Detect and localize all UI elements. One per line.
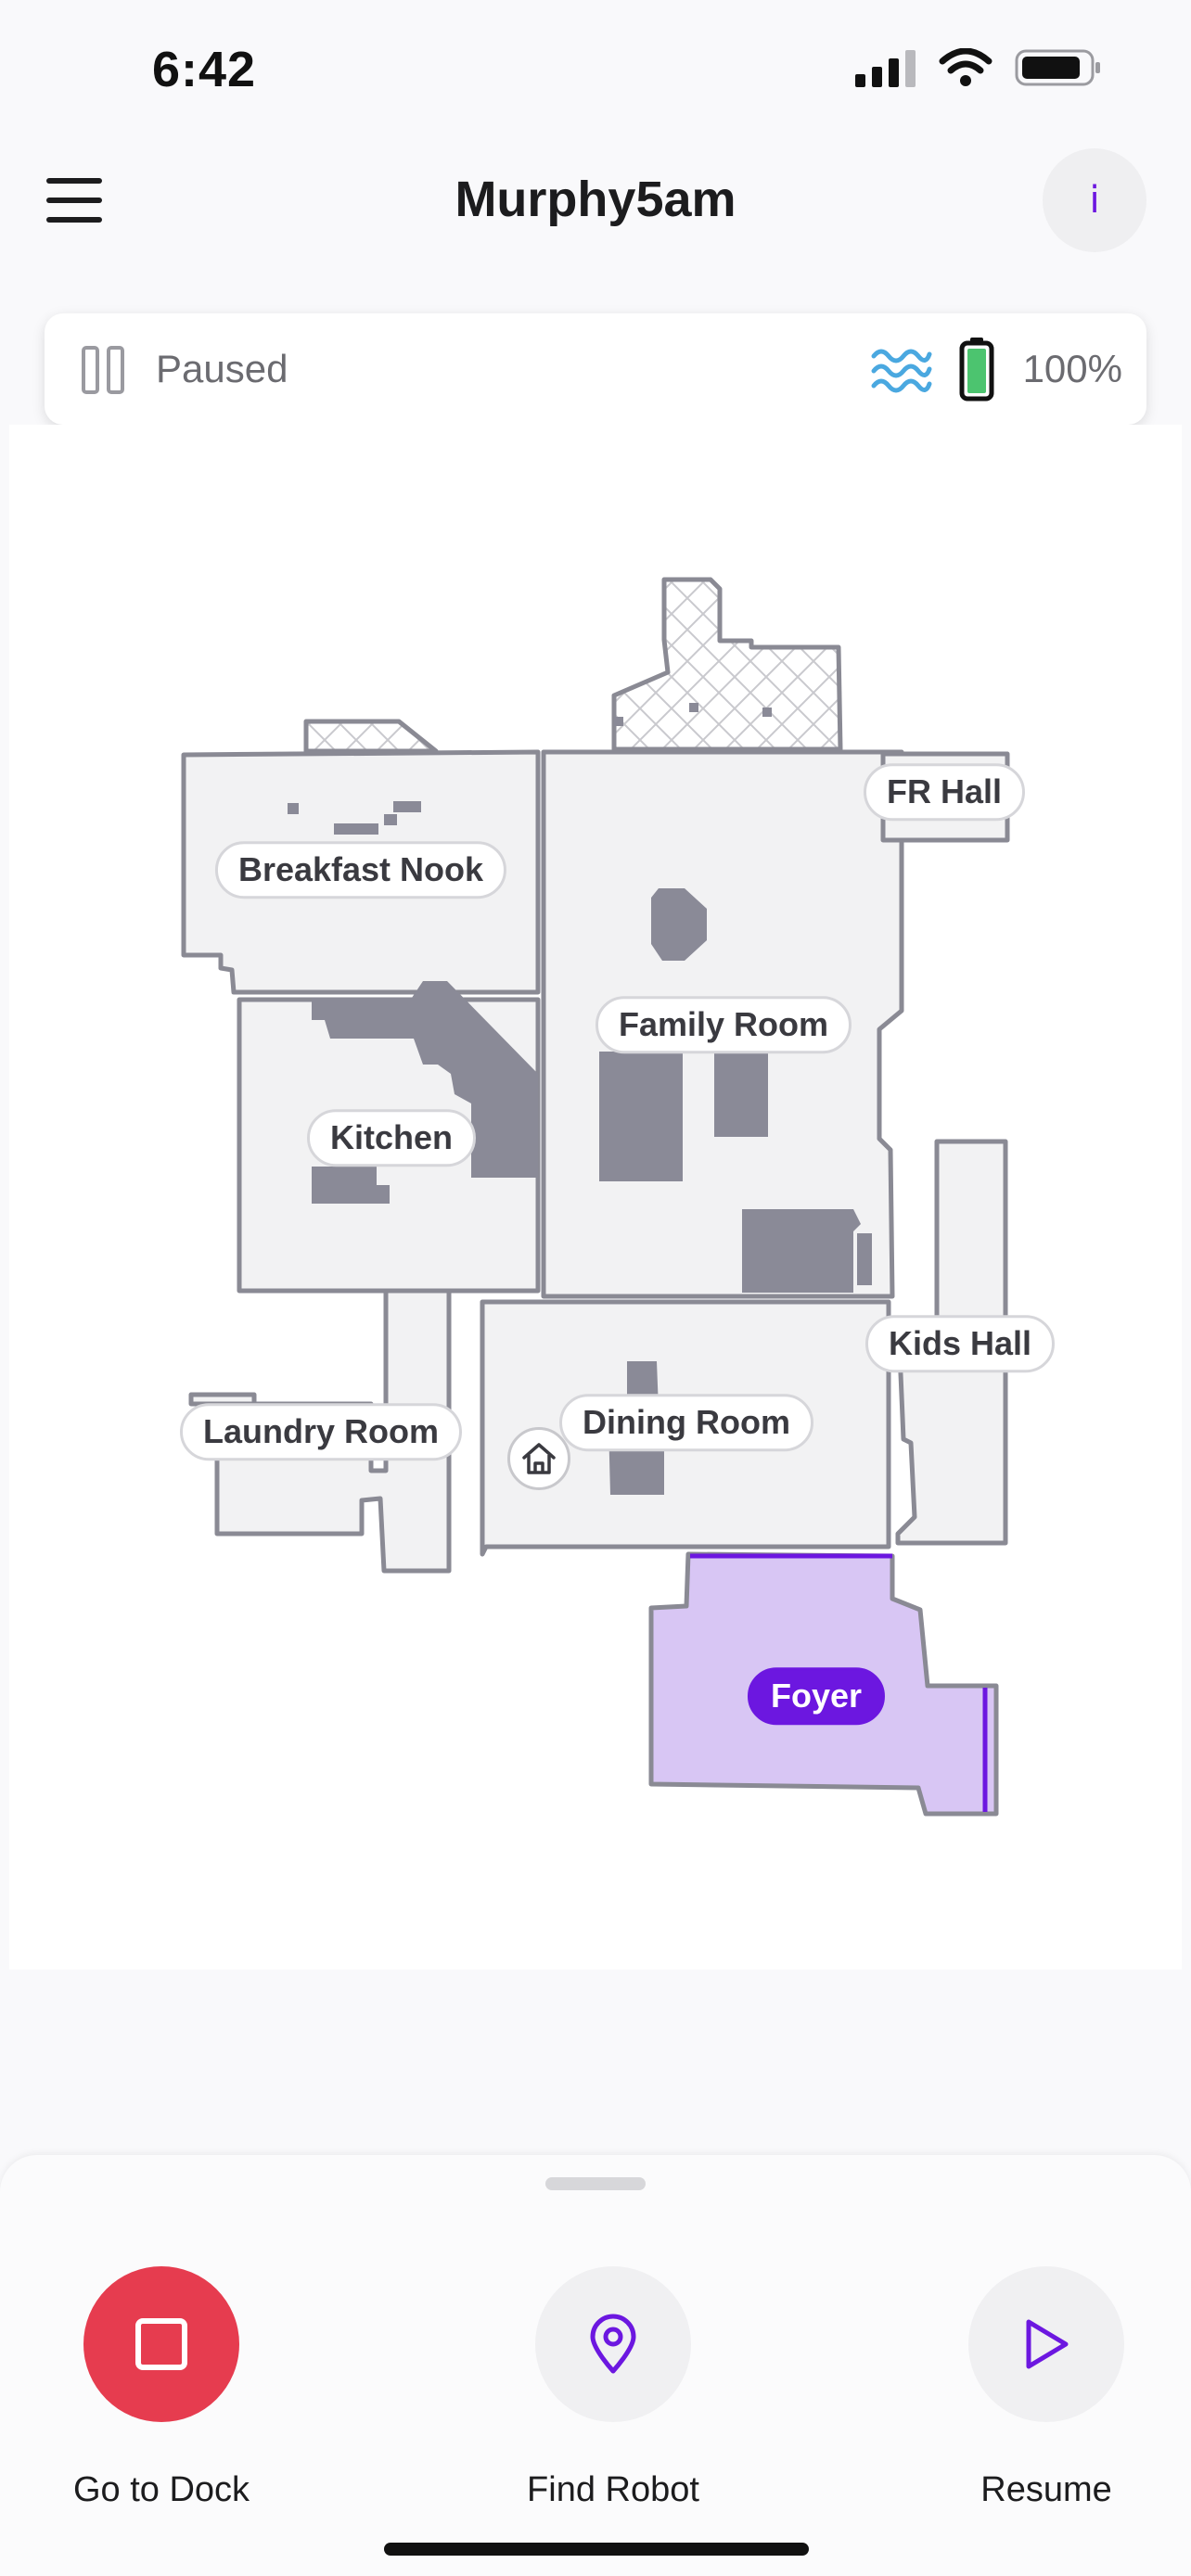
floor-map[interactable]: Breakfast Nook FR Hall Family Room Kitch… (9, 425, 1182, 1970)
cellular-signal-icon (855, 50, 916, 87)
find-robot-button[interactable]: Find Robot (493, 2266, 734, 2510)
hatched-zone-left (303, 719, 439, 754)
info-button[interactable]: i (1043, 148, 1146, 252)
hamburger-menu-icon (46, 178, 102, 184)
wifi-icon (939, 48, 992, 86)
room-label-breakfast-nook[interactable]: Breakfast Nook (214, 841, 507, 899)
go-to-dock-label: Go to Dock (72, 2470, 250, 2509)
pause-icon (82, 346, 124, 394)
room-label-fr-hall[interactable]: FR Hall (863, 763, 1026, 821)
play-icon (1026, 2319, 1069, 2369)
home-dock-icon[interactable] (507, 1427, 570, 1490)
room-label-dining-room[interactable]: Dining Room (559, 1394, 813, 1451)
robot-state-text: Paused (156, 347, 288, 390)
go-to-dock-button[interactable]: Go to Dock (41, 2266, 282, 2510)
status-icons (855, 48, 1102, 87)
sheet-drag-handle[interactable] (545, 2177, 646, 2190)
room-label-family-room[interactable]: Family Room (595, 996, 852, 1053)
battery-percent: 100% (1022, 347, 1122, 390)
room-label-foyer[interactable]: Foyer (747, 1667, 886, 1725)
floor-plan-drawing (181, 577, 1010, 1817)
room-label-kitchen[interactable]: Kitchen (306, 1109, 477, 1167)
home-indicator (384, 2543, 809, 2556)
water-level-icon (871, 349, 932, 393)
resume-label: Resume (980, 2470, 1112, 2509)
menu-button[interactable] (45, 174, 104, 226)
page-title: Murphy5am (455, 172, 736, 227)
status-time: 6:42 (152, 42, 257, 97)
action-sheet: Go to Dock Find Robot Resume (0, 2155, 1191, 2576)
battery-icon (1015, 49, 1100, 86)
stop-square-icon (135, 2318, 187, 2370)
room-label-kids-hall[interactable]: Kids Hall (864, 1315, 1056, 1372)
hatched-zone-top (611, 577, 843, 752)
room-label-laundry-room[interactable]: Laundry Room (179, 1403, 463, 1460)
find-robot-label: Find Robot (527, 2470, 699, 2509)
battery-level-icon (959, 338, 994, 402)
resume-button[interactable]: Resume (926, 2266, 1167, 2510)
location-pin-icon (590, 2314, 636, 2374)
status-bar: 6:42 (0, 0, 1191, 139)
robot-status-card: Paused 100% (45, 313, 1146, 425)
